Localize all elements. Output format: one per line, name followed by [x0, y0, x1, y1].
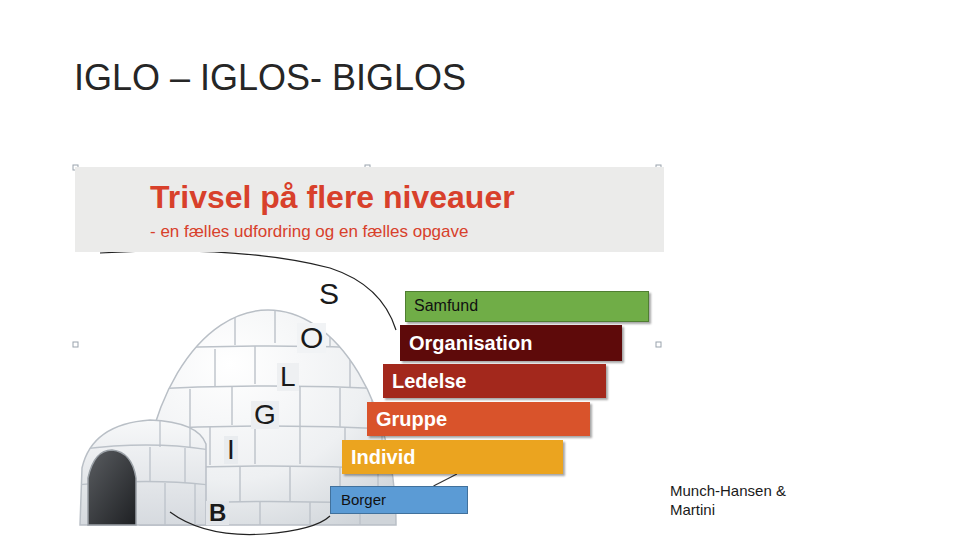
level-letter: O [297, 323, 326, 353]
tunnel-bricks [75, 420, 210, 525]
level-letter: G [251, 401, 279, 429]
connector-line [434, 474, 457, 486]
level-box: Borger [330, 486, 468, 514]
leader-arc [170, 512, 330, 535]
credit-caption: Munch-Hansen & Martini [670, 482, 810, 520]
level-letter: L [277, 363, 299, 391]
igloo-entrance [88, 450, 136, 525]
level-label: Borger [341, 491, 457, 508]
level-label: Samfund [414, 297, 640, 315]
level-letter: I [224, 436, 238, 464]
level-letter: B [206, 501, 229, 525]
level-bar: Individ [342, 440, 563, 474]
level-bar: Gruppe [367, 402, 590, 436]
banner-band: Trivsel på flere niveauer - en fælles udf… [75, 167, 664, 252]
banner-heading: Trivsel på flere niveauer [150, 179, 654, 216]
slide-title: IGLO – IGLOS- BIGLOS [74, 58, 466, 98]
level-bar: Ledelse [383, 364, 606, 398]
banner-subtitle: - en fælles udfordring og en fælles opga… [150, 222, 654, 242]
level-label: Organisation [409, 332, 613, 355]
level-label: Ledelse [392, 370, 597, 393]
leader-arc [100, 251, 396, 330]
level-label: Gruppe [376, 408, 581, 431]
igloo-tunnel [80, 420, 206, 525]
level-bar: Samfund [405, 291, 649, 322]
level-bar: Organisation [400, 325, 622, 361]
level-label: Individ [351, 446, 554, 469]
level-letter: S [316, 279, 342, 309]
